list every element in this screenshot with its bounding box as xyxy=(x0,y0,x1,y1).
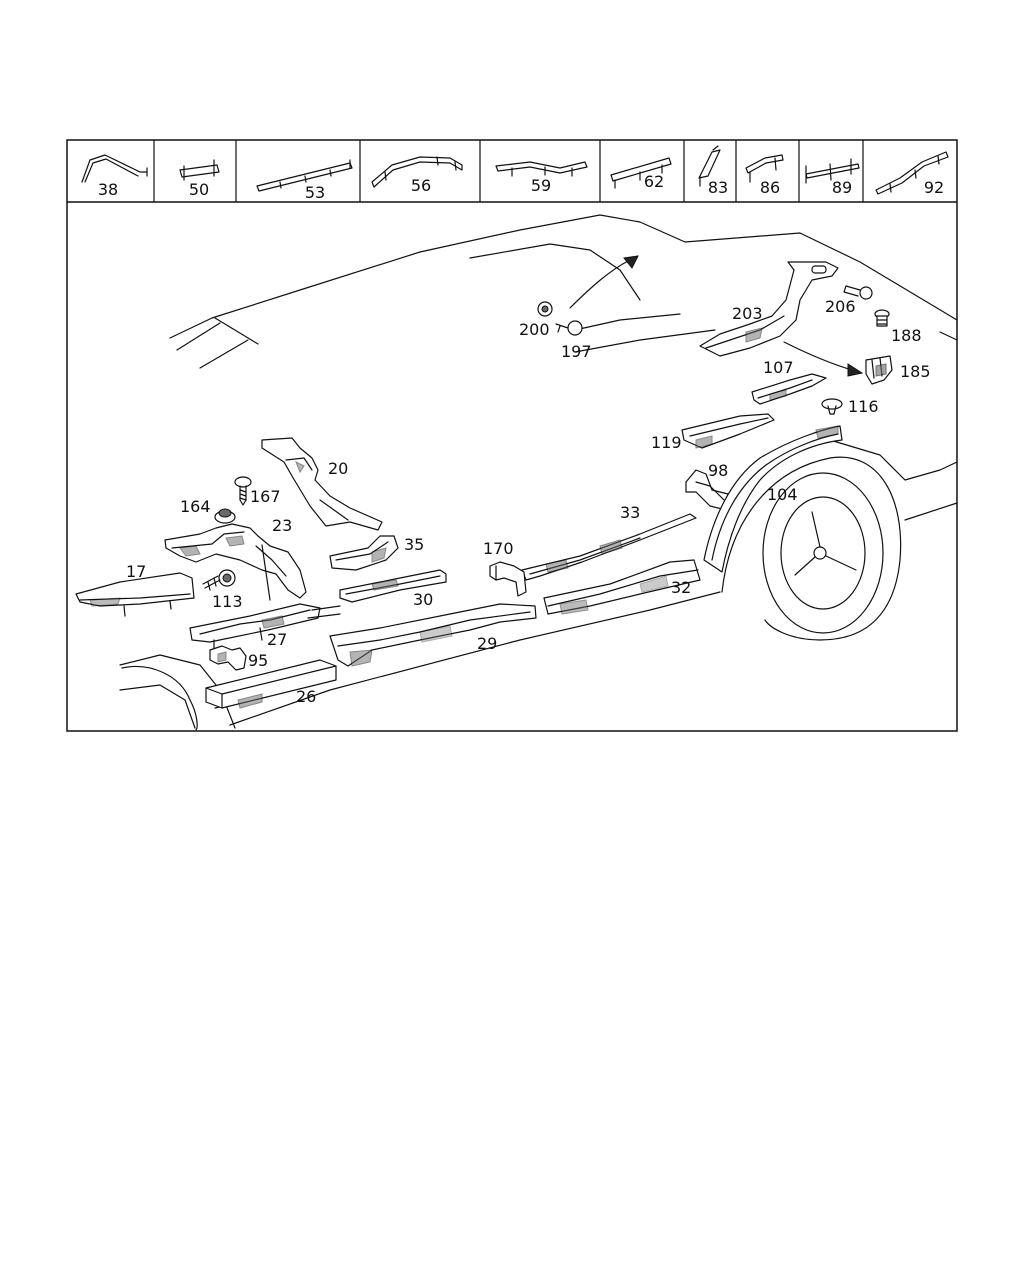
header-part-83 xyxy=(698,145,721,187)
callout-32: 32 xyxy=(671,578,691,597)
callout-95: 95 xyxy=(248,651,268,670)
header-label: 38 xyxy=(98,180,118,199)
fastener-167 xyxy=(234,476,252,506)
rear-wheel xyxy=(721,456,902,641)
header-part-38 xyxy=(81,154,148,183)
part-26 xyxy=(205,659,337,709)
callout-29: 29 xyxy=(477,634,497,653)
header-part-62 xyxy=(610,157,672,189)
part-107 xyxy=(751,373,827,405)
callout-116: 116 xyxy=(848,397,879,416)
header-part-89 xyxy=(805,158,860,184)
part-33 xyxy=(521,513,697,581)
header-part-56 xyxy=(371,156,463,188)
callout-197: 197 xyxy=(561,342,592,361)
header-labels: 38 50 53 56 59 62 83 86 89 92 xyxy=(98,172,944,202)
header-label: 59 xyxy=(531,176,551,195)
callout-119: 119 xyxy=(651,433,682,452)
callout-203: 203 xyxy=(732,304,763,323)
part-170 xyxy=(489,561,527,597)
part-17 xyxy=(75,572,195,617)
callout-35: 35 xyxy=(404,535,424,554)
callout-206: 206 xyxy=(825,297,856,316)
part-95 xyxy=(209,645,247,671)
arrows xyxy=(569,255,864,377)
callout-98: 98 xyxy=(708,461,728,480)
diagram-frame xyxy=(66,139,958,732)
callout-27: 27 xyxy=(267,630,287,649)
car-body-outline xyxy=(119,214,958,729)
callout-185: 185 xyxy=(900,362,931,381)
header-part-86 xyxy=(745,154,784,183)
part-23 xyxy=(164,523,307,601)
callout-104: 104 xyxy=(767,485,798,504)
header-label: 62 xyxy=(644,172,664,191)
header-part-92 xyxy=(875,151,949,195)
callout-107: 107 xyxy=(763,358,794,377)
callout-170: 170 xyxy=(483,539,514,558)
header-cell-dividers xyxy=(153,140,864,202)
header-part-59 xyxy=(495,161,588,177)
fastener-206 xyxy=(843,285,873,300)
header-label: 83 xyxy=(708,178,728,197)
part-29 xyxy=(329,603,537,667)
callout-200: 200 xyxy=(519,320,550,339)
part-185 xyxy=(865,355,893,385)
fastener-200 xyxy=(537,301,553,317)
callout-188: 188 xyxy=(891,326,922,345)
callout-20: 20 xyxy=(328,459,348,478)
front-wheel xyxy=(121,666,198,731)
part-27 xyxy=(189,603,321,651)
fastener-116 xyxy=(821,398,843,415)
fastener-188 xyxy=(874,309,890,327)
header-label: 86 xyxy=(760,178,780,197)
header-label: 89 xyxy=(832,178,852,197)
header-label: 50 xyxy=(189,180,209,199)
part-119 xyxy=(681,413,775,449)
callout-113: 113 xyxy=(212,592,243,611)
part-32 xyxy=(543,559,701,615)
header-part-50 xyxy=(179,159,220,181)
callout-23: 23 xyxy=(272,516,292,535)
callout-33: 33 xyxy=(620,503,640,522)
header-part-53 xyxy=(256,159,353,192)
part-30 xyxy=(307,569,447,619)
callout-167: 167 xyxy=(250,487,281,506)
part-20 xyxy=(261,437,383,531)
fastener-197 xyxy=(555,320,583,336)
callout-26: 26 xyxy=(296,687,316,706)
callout-labels: 17 20 23 26 27 29 30 32 33 35 95 98 104 … xyxy=(126,297,931,706)
header-label: 53 xyxy=(305,183,325,202)
header-label: 92 xyxy=(924,178,944,197)
fastener-113 xyxy=(202,569,236,591)
header-label: 56 xyxy=(411,176,431,195)
part-35 xyxy=(329,535,399,571)
callout-30: 30 xyxy=(413,590,433,609)
callout-164: 164 xyxy=(180,497,211,516)
callout-17: 17 xyxy=(126,562,146,581)
part-104 xyxy=(703,425,843,573)
part-203 xyxy=(699,261,839,357)
fastener-164 xyxy=(214,508,236,524)
